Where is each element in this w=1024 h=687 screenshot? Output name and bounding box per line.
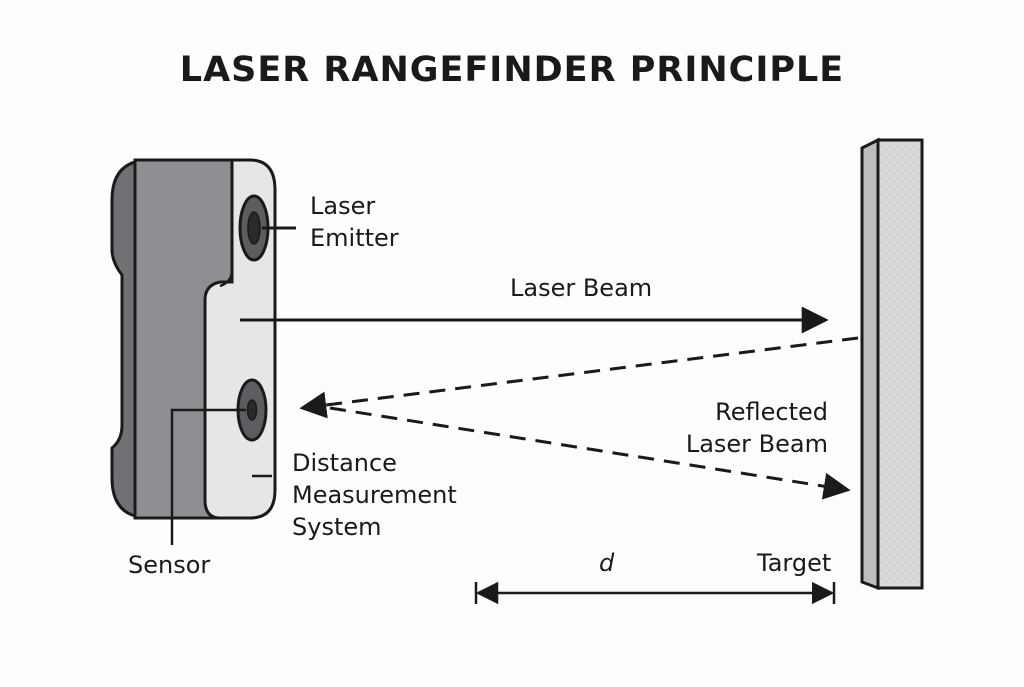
laser-emitter-label: Laser Emitter bbox=[310, 190, 399, 254]
laser-beam-label: Laser Beam bbox=[510, 274, 653, 302]
laser-emitter-label-line-2: Emitter bbox=[310, 224, 399, 252]
laser-emitter-label-line-1: Laser bbox=[310, 192, 376, 220]
target-wall-side bbox=[860, 137, 880, 591]
reflected-laser-beam-label: Reflected Laser Beam bbox=[678, 396, 828, 460]
reflected-laser-beam-label-line-2: Laser Beam bbox=[685, 430, 828, 458]
rangefinder-device bbox=[110, 158, 277, 520]
distance-measurement-system-label: Distance Measurement System bbox=[292, 447, 457, 543]
distance-measurement-system-label-line-3: System bbox=[292, 513, 382, 541]
device-front-edge bbox=[219, 160, 234, 288]
reflected-laser-beam-label-line-1: Reflected bbox=[715, 398, 828, 426]
target-wall bbox=[860, 137, 924, 591]
target-label: Target bbox=[757, 549, 832, 577]
diagram-title: LASER RANGEFINDER PRINCIPLE bbox=[179, 50, 845, 90]
distance-measurement-system-label-line-1: Distance bbox=[292, 449, 397, 477]
sensor-leader bbox=[170, 408, 246, 545]
reflected-beam-incident-arrow bbox=[329, 406, 851, 500]
laser-emitter-aperture bbox=[247, 211, 261, 245]
sensor-label: Sensor bbox=[128, 551, 211, 579]
target-wall-face bbox=[876, 138, 924, 590]
sensor-aperture bbox=[246, 399, 258, 421]
distance-symbol-label: d bbox=[599, 549, 615, 577]
distance-measurement-system-label-line-2: Measurement bbox=[292, 481, 457, 509]
reflected-beam-return-arrow bbox=[299, 336, 859, 419]
